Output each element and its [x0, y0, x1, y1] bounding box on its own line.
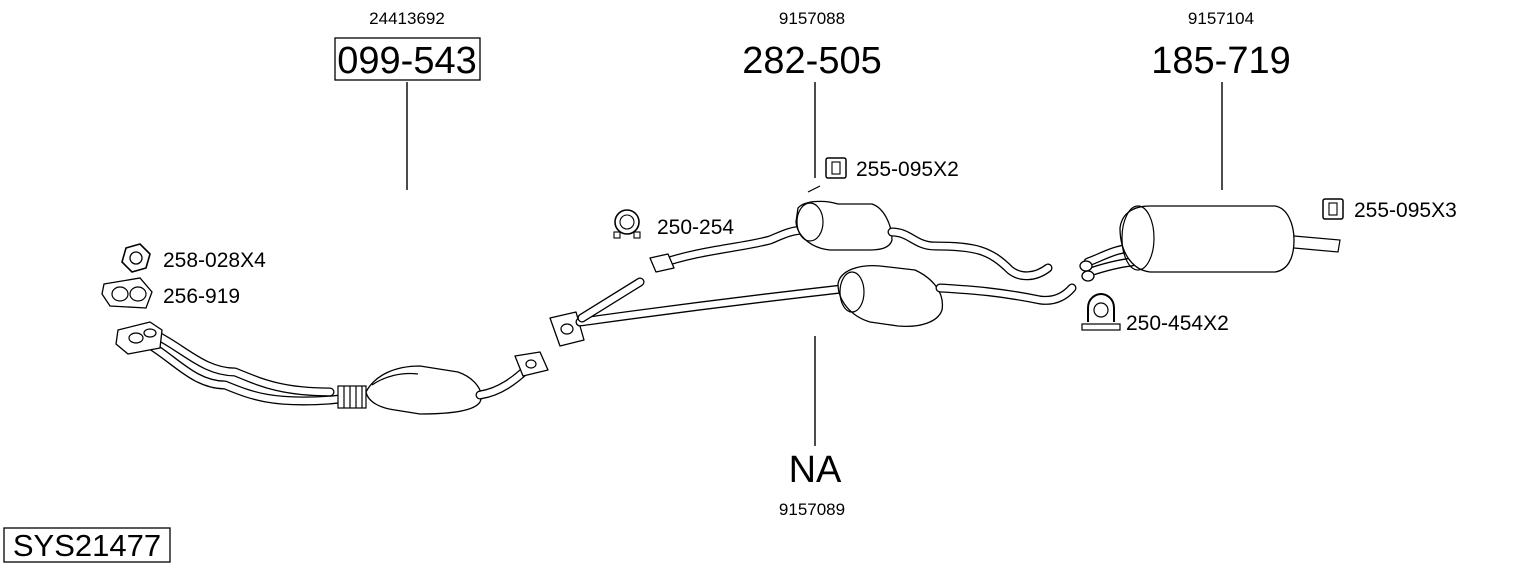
accessory-label: 258-028X4	[163, 249, 266, 272]
part-group-282-505[interactable]: 9157088 282-505	[742, 9, 882, 178]
inlet-flange	[115, 321, 163, 355]
front-pipe-drawing	[115, 321, 549, 415]
accessory-250-454x2[interactable]: 250-454X2	[1081, 292, 1229, 335]
accessory-label: 255-095X3	[1354, 199, 1457, 222]
oem-number: 24413692	[369, 9, 445, 28]
oem-number: 9157089	[779, 500, 845, 519]
oem-number: 9157104	[1188, 9, 1254, 28]
gasket-icon	[101, 277, 153, 309]
part-number: 282-505	[742, 40, 881, 82]
accessory-250-254[interactable]: 250-254	[613, 209, 734, 239]
accessory-label: 256-919	[163, 285, 240, 308]
u-clamp-icon	[1081, 292, 1121, 331]
accessory-label: 255-095X2	[856, 158, 959, 181]
oem-number: 9157088	[779, 9, 845, 28]
rear-silencer-drawing	[1079, 205, 1341, 282]
part-number-box	[334, 37, 481, 81]
system-code-box	[3, 527, 171, 563]
part-number: NA	[789, 449, 842, 491]
accessory-256-919[interactable]: 256-919	[101, 277, 240, 309]
nut-icon	[121, 243, 151, 273]
accessory-255-095x3[interactable]: 255-095X3	[1322, 198, 1457, 222]
rubber-mount-icon	[1322, 198, 1344, 220]
middle-section-drawing	[549, 185, 1077, 347]
accessory-label: 250-454X2	[1126, 312, 1229, 335]
part-group-na[interactable]: NA 9157089	[779, 336, 845, 519]
outlet-flange	[514, 351, 549, 377]
center-silencer-upper	[795, 200, 893, 251]
accessory-258-028x4[interactable]: 258-028X4	[121, 243, 266, 273]
system-code: SYS21477	[3, 527, 171, 563]
rubber-mount-icon	[825, 157, 847, 179]
part-group-099-543[interactable]: 24413692 099-543	[334, 9, 481, 190]
catalytic-converter	[365, 365, 482, 415]
flex-bellows	[337, 385, 367, 409]
system-code-label: SYS21477	[13, 528, 161, 563]
accessory-255-095x2[interactable]: 255-095X2	[825, 157, 959, 181]
part-number: 099-543	[337, 40, 476, 82]
part-group-185-719[interactable]: 9157104 185-719	[1151, 9, 1291, 190]
accessory-label: 250-254	[657, 216, 734, 239]
rear-silencer-body	[1119, 205, 1295, 273]
pipe-clamp-icon	[613, 209, 641, 239]
part-number: 185-719	[1151, 40, 1290, 82]
center-silencer-lower	[837, 264, 944, 328]
